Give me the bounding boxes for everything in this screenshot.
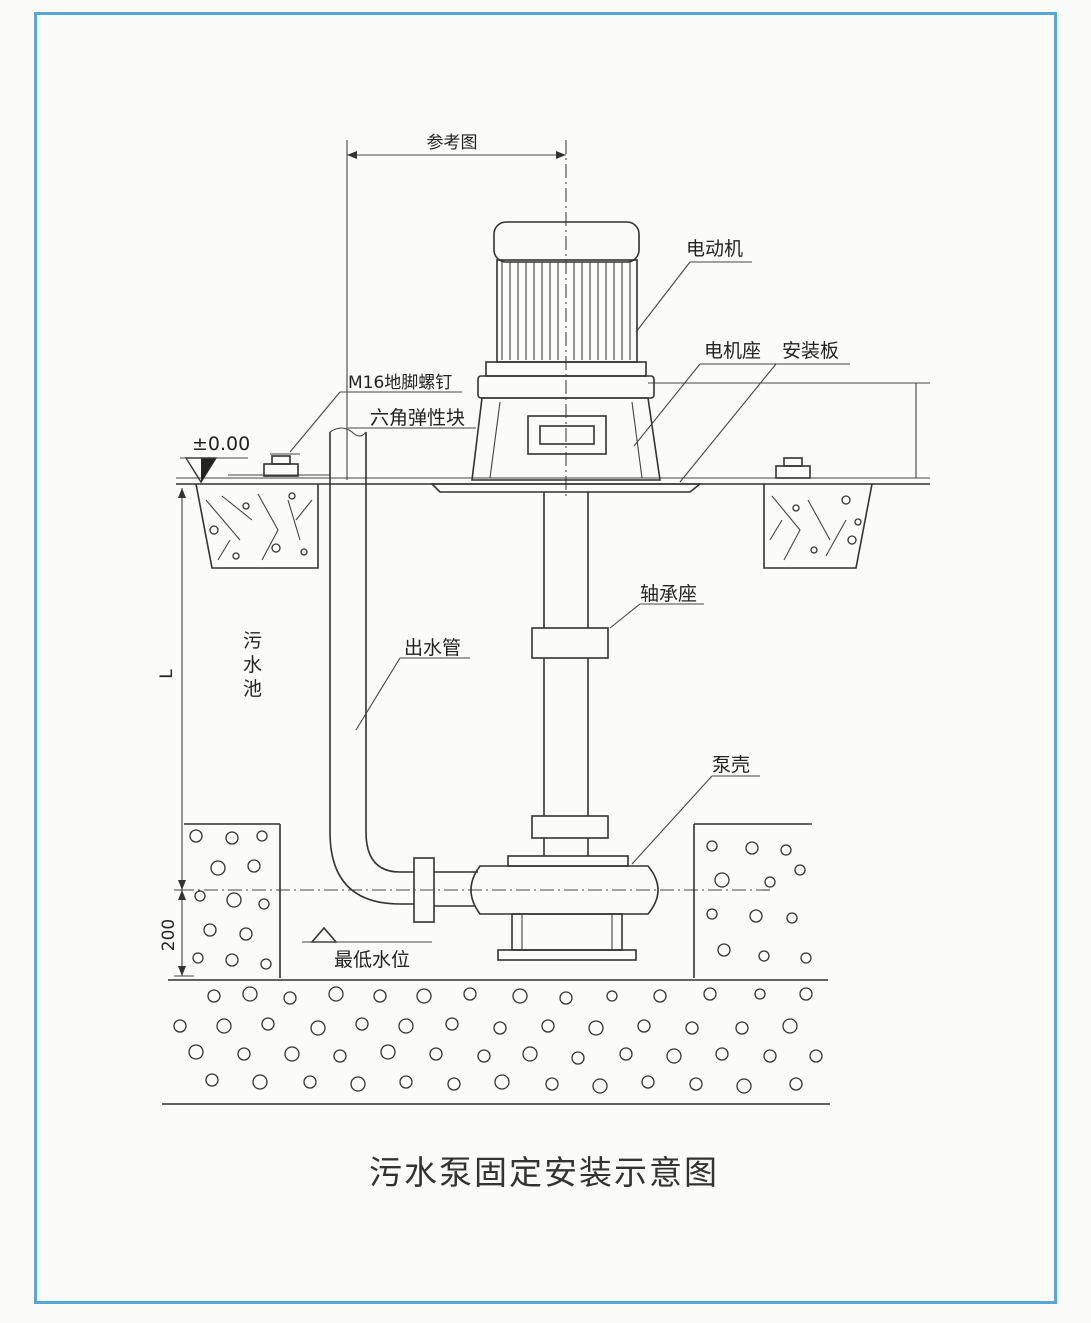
sewage-pool-label-2: 水	[243, 654, 262, 676]
elevation-marker: ±0.00	[180, 433, 250, 484]
motor	[477, 221, 655, 399]
bearing-seat-label: 轴承座	[640, 583, 697, 605]
diagram-title: 污水泵固定安装示意图	[369, 1153, 719, 1192]
pump-casing-label: 泵壳	[712, 754, 750, 776]
outlet-pipe-label: 出水管	[404, 637, 461, 659]
reference-label: 参考图	[427, 133, 478, 153]
page-frame	[34, 12, 1057, 1304]
anchor-bolt-label: M16地脚螺钉	[348, 373, 452, 393]
elevation-label: ±0.00	[192, 433, 250, 455]
mounting-plate-label: 安装板	[782, 340, 839, 362]
anchor-bolt-left	[263, 453, 300, 477]
anchor-bolt-right	[775, 457, 811, 479]
motor-seat	[471, 397, 661, 481]
sewage-pool-label-3: 池	[243, 678, 262, 700]
gravel-bed	[173, 986, 823, 1094]
foundation-right	[763, 483, 873, 569]
pump-casing	[180, 855, 770, 961]
water-level-marker	[302, 926, 432, 943]
sewage-pool	[162, 823, 830, 1105]
motor-seat-label: 电机座	[704, 340, 761, 362]
hex-block-label: 六角弹性块	[370, 407, 465, 429]
dimension-200-label: 200	[159, 919, 179, 951]
foundation-left	[195, 483, 319, 569]
dimension-L-label: L	[157, 669, 177, 679]
water-level-label: 最低水位	[334, 949, 410, 971]
reference-dimension: 参考图	[346, 133, 567, 500]
sewage-pool-label-1: 污	[243, 630, 262, 652]
outlet-pipe	[329, 427, 478, 923]
pump-shaft	[531, 492, 609, 856]
motor-label: 电动机	[686, 238, 743, 260]
dimension-lines: L 200	[157, 488, 194, 977]
leader-lines	[289, 261, 850, 865]
